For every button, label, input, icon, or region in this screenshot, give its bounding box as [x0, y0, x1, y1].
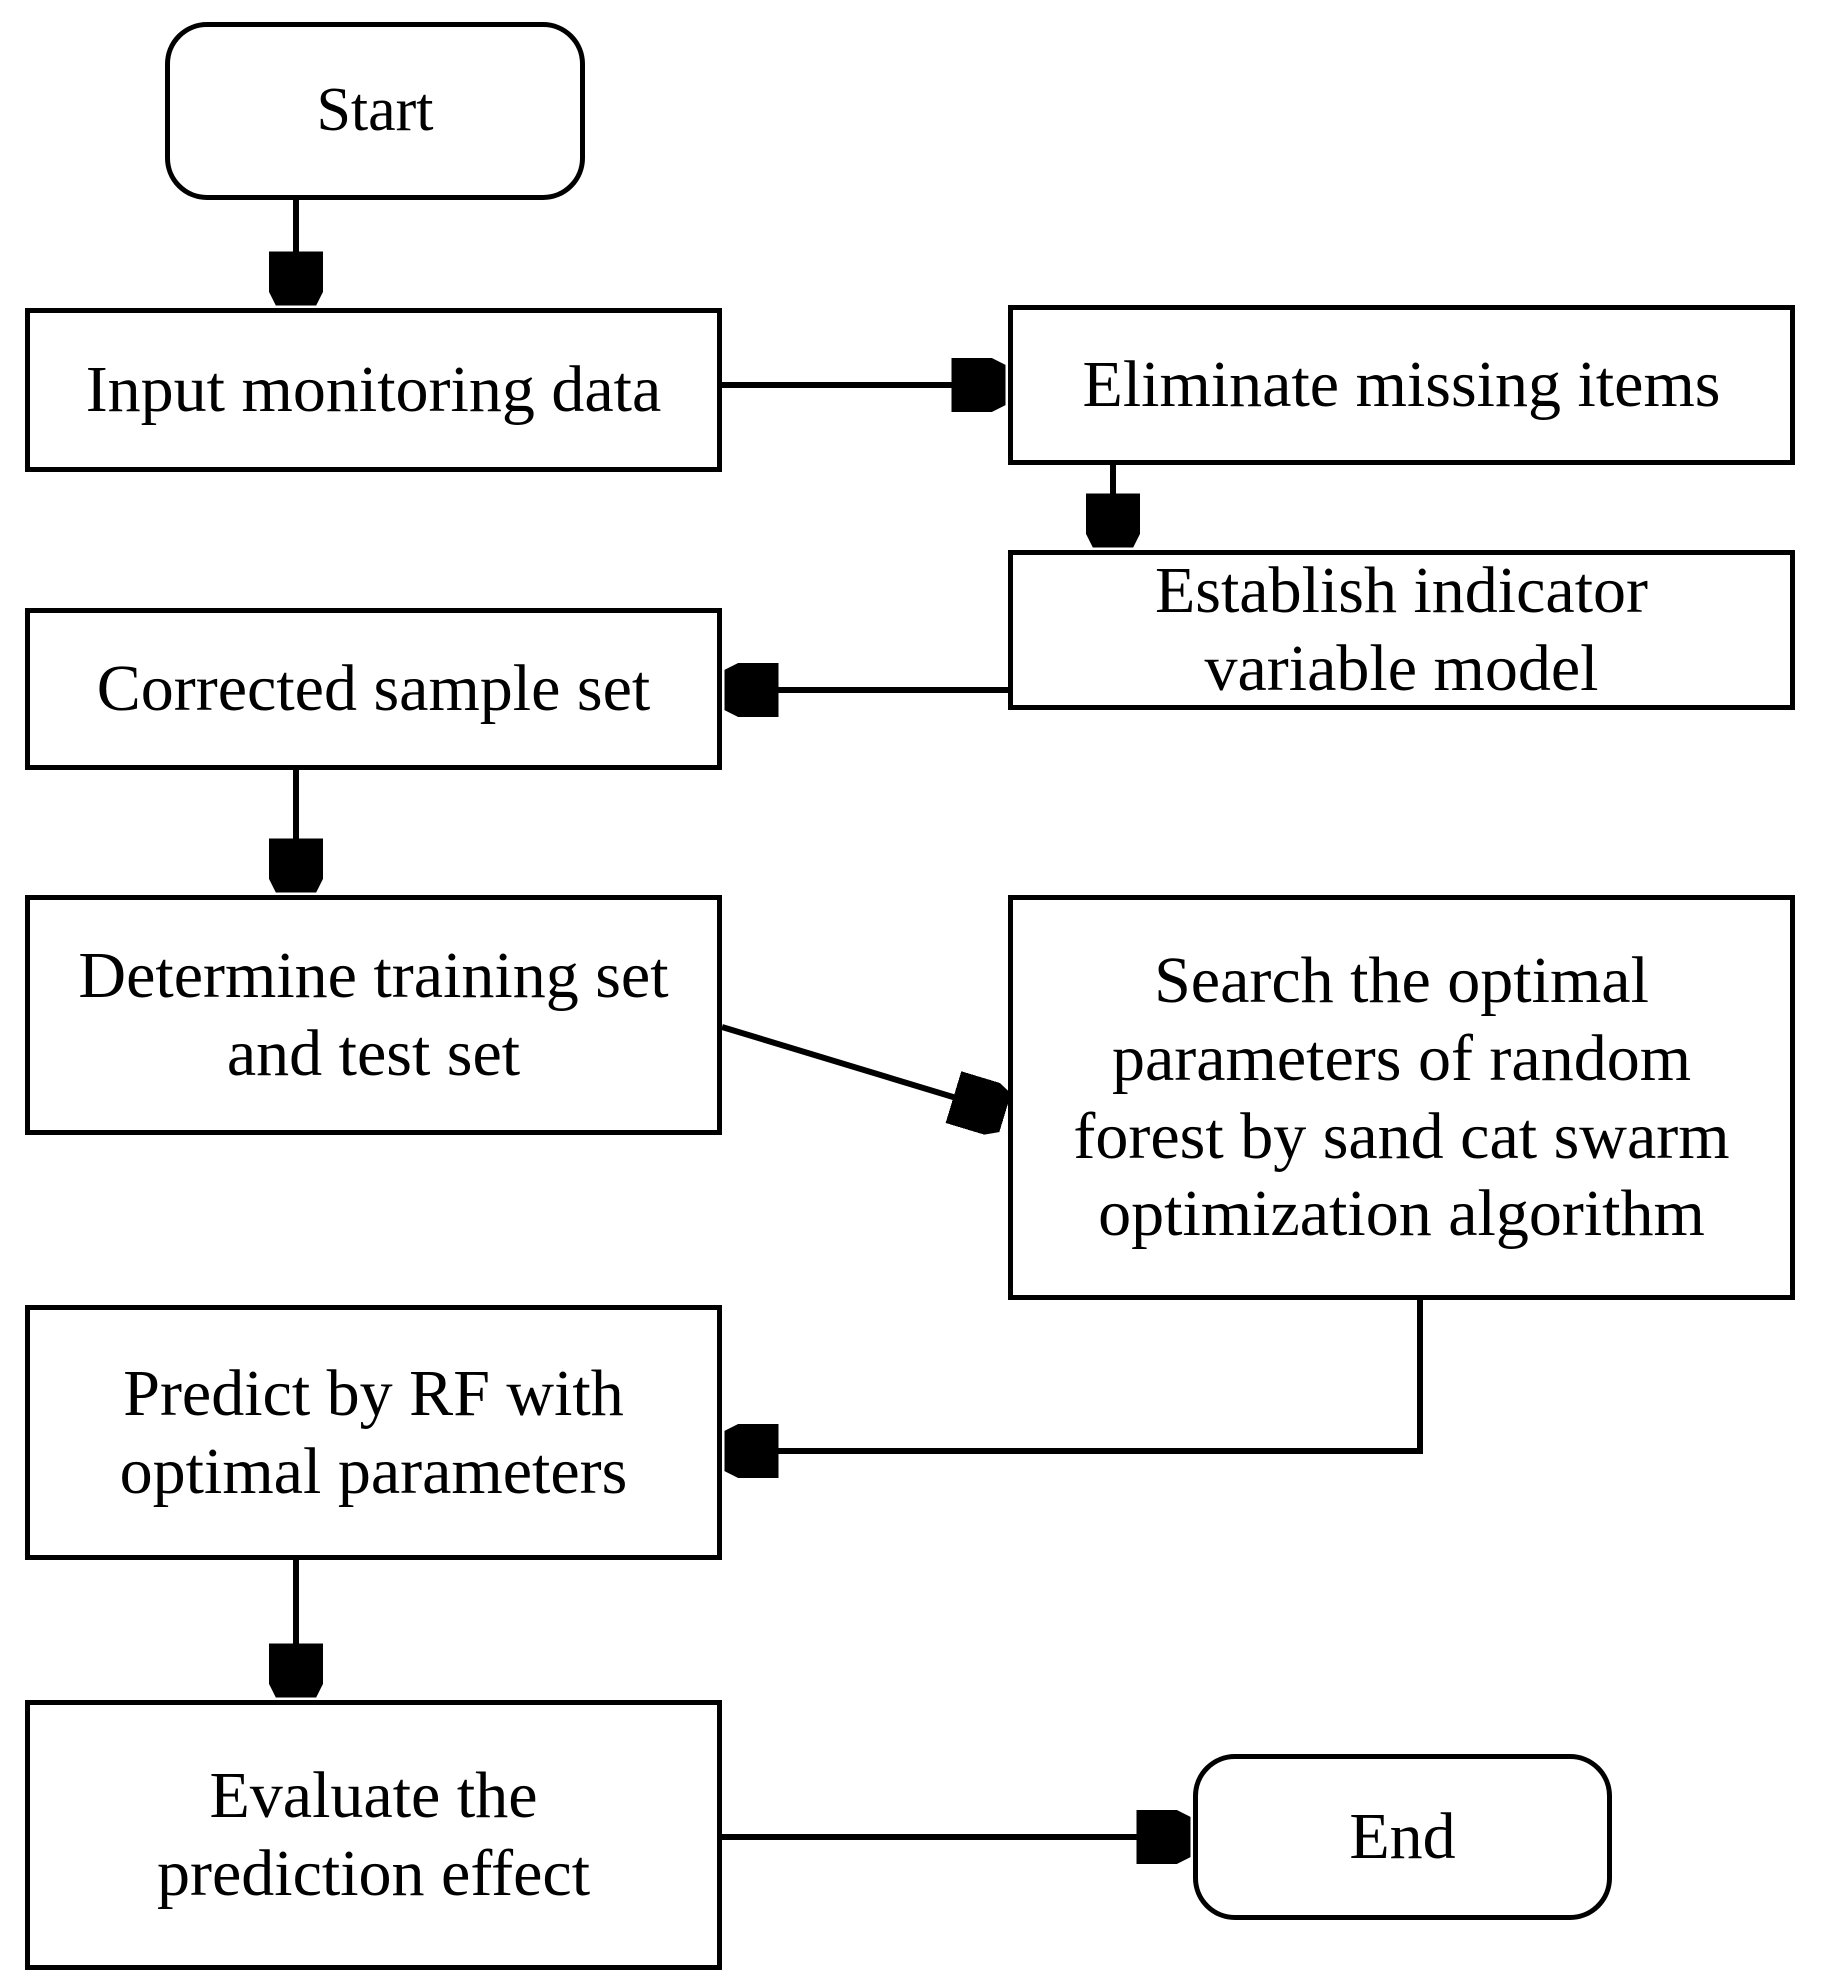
node-establish-indicator-variable-model-label: Establish indicator variable model — [1154, 554, 1649, 705]
node-start-label: Start — [316, 76, 434, 145]
node-evaluate-prediction-effect-label: Evaluate the prediction effect — [156, 1759, 591, 1910]
node-corrected-sample-set[interactable]: Corrected sample set — [25, 608, 722, 770]
edge-determine-to-search — [721, 1024, 996, 1110]
node-input-monitoring-data-label: Input monitoring data — [85, 353, 662, 427]
node-end-label: End — [1349, 1800, 1456, 1874]
node-evaluate-prediction-effect[interactable]: Evaluate the prediction effect — [25, 1700, 722, 1970]
node-eliminate-missing-items-label: Eliminate missing items — [1082, 348, 1721, 422]
node-predict-by-rf-label: Predict by RF with optimal parameters — [119, 1356, 628, 1508]
node-determine-training-and-test-set-label: Determine training set and test set — [78, 939, 669, 1090]
node-predict-by-rf[interactable]: Predict by RF with optimal parameters — [25, 1305, 722, 1560]
node-establish-indicator-variable-model[interactable]: Establish indicator variable model — [1008, 550, 1795, 710]
node-determine-training-and-test-set[interactable]: Determine training set and test set — [25, 895, 722, 1135]
node-end[interactable]: End — [1193, 1754, 1612, 1920]
node-corrected-sample-set-label: Corrected sample set — [96, 652, 651, 726]
edge-search-to-predict — [734, 1300, 1423, 1451]
node-search-optimal-parameters-label: Search the optimal parameters of random … — [1073, 943, 1730, 1251]
node-start[interactable]: Start — [165, 22, 585, 200]
node-search-optimal-parameters[interactable]: Search the optimal parameters of random … — [1008, 895, 1795, 1300]
node-input-monitoring-data[interactable]: Input monitoring data — [25, 308, 722, 472]
node-eliminate-missing-items[interactable]: Eliminate missing items — [1008, 305, 1795, 465]
